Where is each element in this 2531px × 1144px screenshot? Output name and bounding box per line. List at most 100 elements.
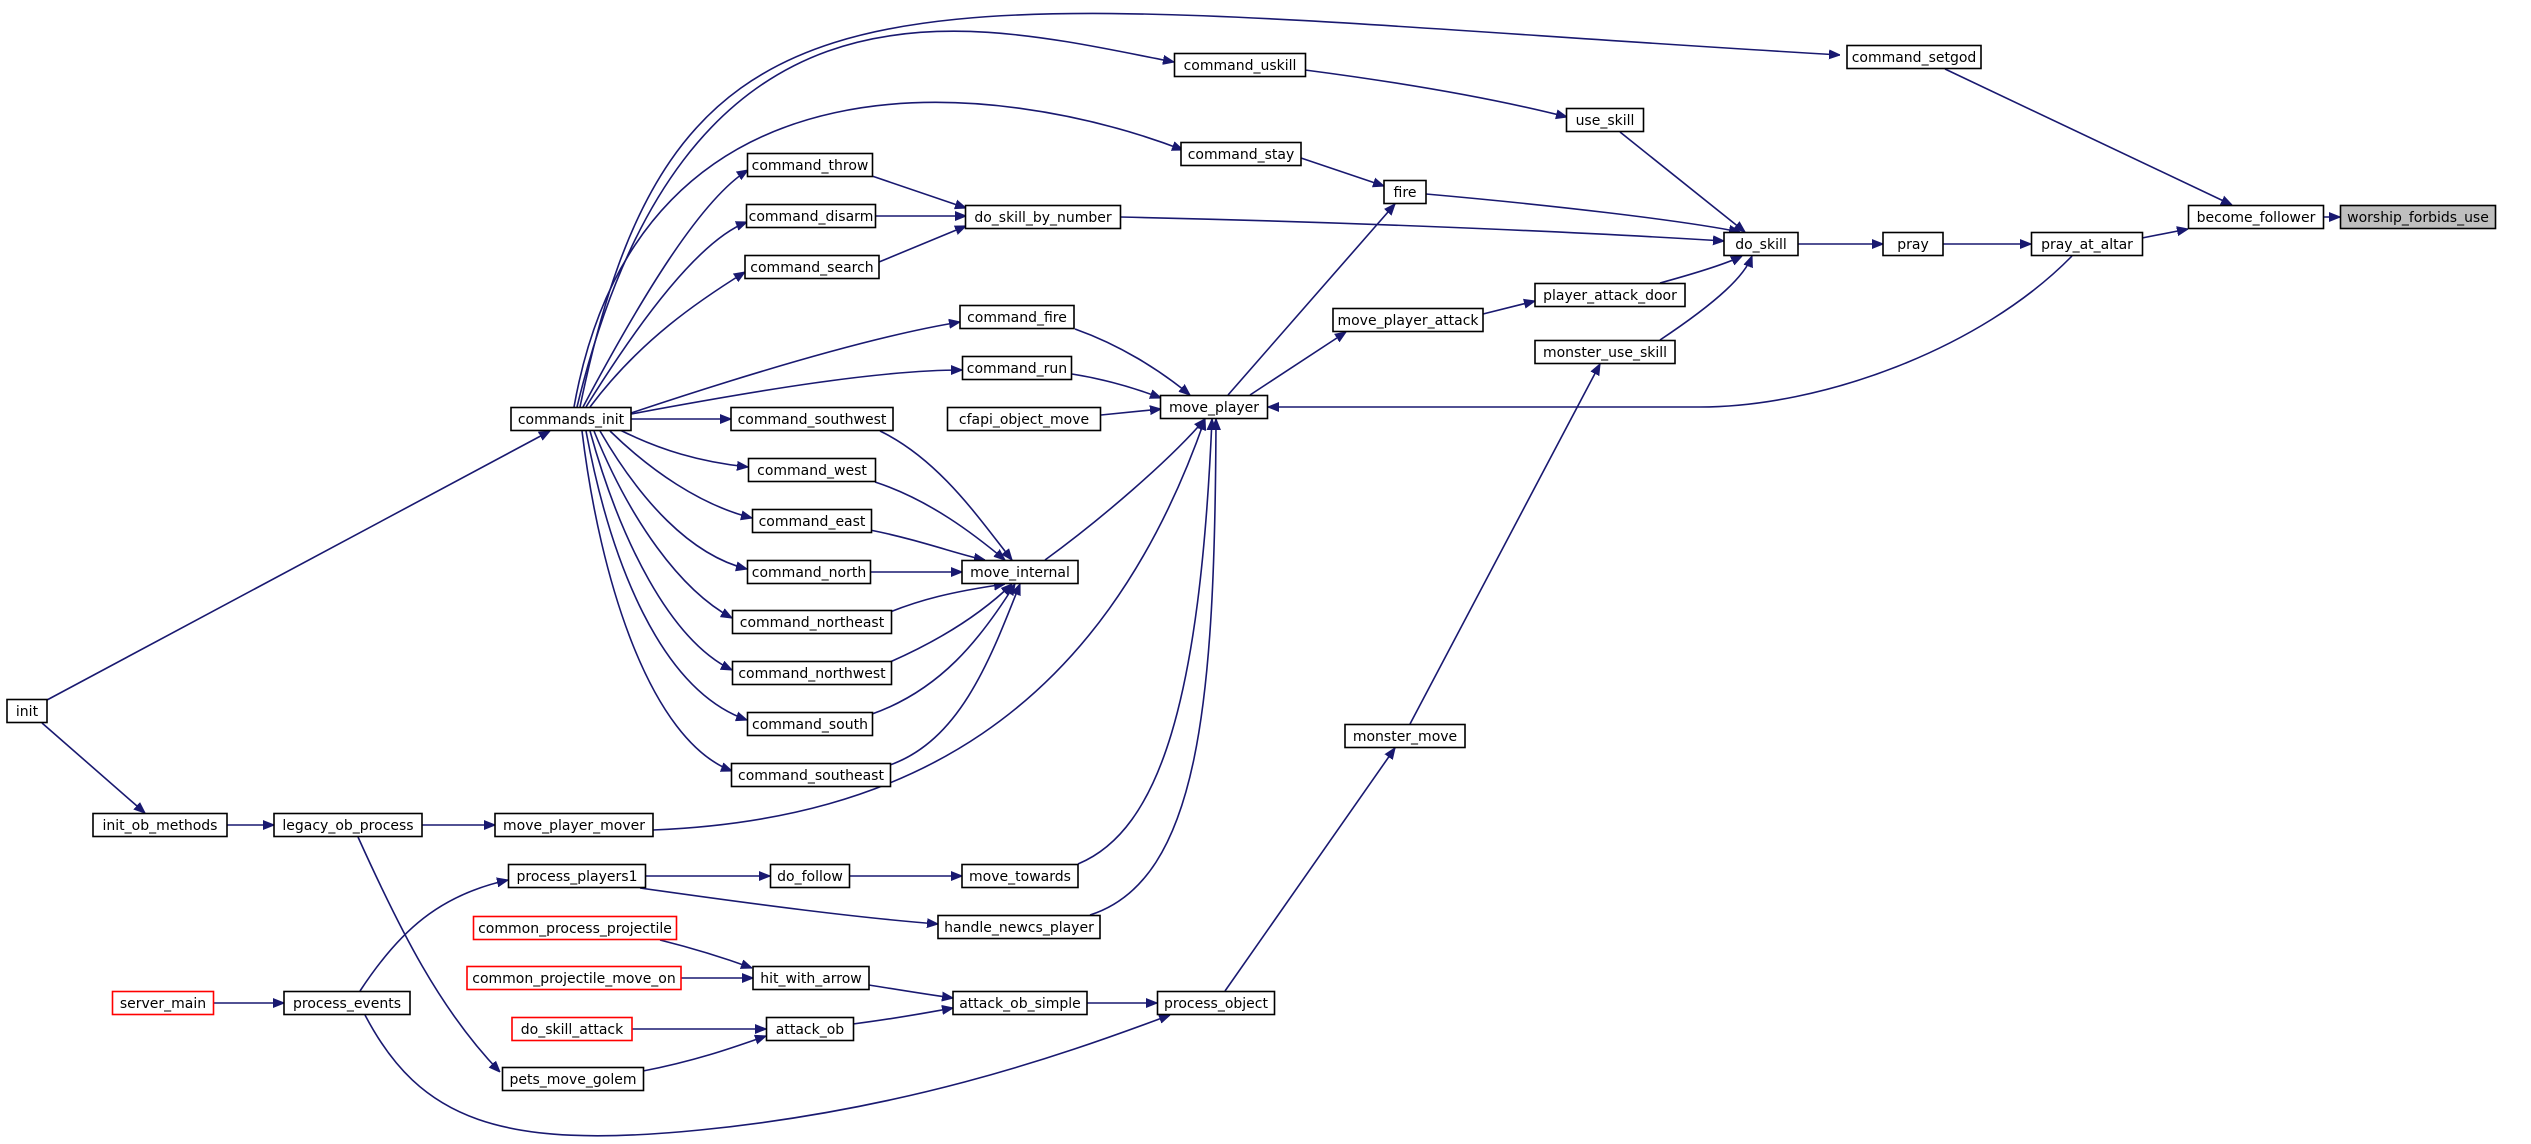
node-legacy-ob-process[interactable]: legacy_ob_process <box>273 812 423 838</box>
edge-move_towards-to-move_player <box>1077 419 1212 865</box>
node-move-player-attack[interactable]: move_player_attack <box>1332 307 1484 333</box>
node-box <box>747 457 877 483</box>
node-pray[interactable]: pray <box>1882 231 1944 257</box>
node-process-events[interactable]: process_events <box>283 990 411 1016</box>
edge-player_attack_door-to-do_skill <box>1659 255 1742 284</box>
node-box <box>6 698 48 724</box>
edge-line <box>1482 301 1535 315</box>
node-box <box>1180 141 1302 167</box>
node-command-east[interactable]: command_east <box>751 508 873 534</box>
node-command-northwest[interactable]: command_northwest <box>731 660 893 686</box>
node-command-north[interactable]: command_north <box>746 559 872 585</box>
node-monster-use-skill[interactable]: monster_use_skill <box>1534 339 1676 365</box>
node-label: process_object <box>1164 996 1268 1012</box>
node-player-attack-door[interactable]: player_attack_door <box>1534 282 1686 308</box>
node-do-skill-attack[interactable]: do_skill_attack <box>511 1016 633 1042</box>
edge-command_fire-to-move_player <box>1074 328 1190 395</box>
node-box <box>1344 723 1466 749</box>
node-do-skill-by-number[interactable]: do_skill_by_number <box>964 204 1122 230</box>
node-label: move_towards <box>969 869 1071 885</box>
node-label: command_run <box>967 361 1067 377</box>
node-box <box>946 406 1102 432</box>
edge-line <box>879 430 1012 560</box>
node-do-follow[interactable]: do_follow <box>769 863 851 889</box>
node-cfapi-object-move[interactable]: cfapi_object_move <box>946 406 1102 432</box>
edge-line <box>1119 216 1724 241</box>
node-command-southwest[interactable]: command_southwest <box>730 406 894 432</box>
edge-init-to-init_ob_methods <box>41 722 145 813</box>
edge-command_southwest-to-move_internal <box>879 430 1012 560</box>
node-box <box>961 559 1079 585</box>
node-command-fire[interactable]: command_fire <box>959 304 1075 330</box>
edge-line <box>659 939 752 968</box>
node-become-follower[interactable]: become_follower <box>2187 204 2325 230</box>
node-move-internal[interactable]: move_internal <box>961 559 1079 585</box>
node-attack-ob[interactable]: attack_ob <box>765 1016 855 1042</box>
node-command-setgod[interactable]: command_setgod <box>1846 44 1982 70</box>
node-use-skill[interactable]: use_skill <box>1565 107 1645 133</box>
edge-line <box>1659 255 1742 284</box>
node-move-player[interactable]: move_player <box>1159 394 1269 420</box>
node-common-process-projectile[interactable]: common_process_projectile <box>472 915 678 941</box>
node-box <box>937 914 1101 940</box>
edge-init-to-commands_init <box>46 430 550 701</box>
node-process-players1[interactable]: process_players1 <box>507 863 647 889</box>
node-pets-move-golem[interactable]: pets_move_golem <box>501 1066 645 1092</box>
node-handle-newcs-player[interactable]: handle_newcs_player <box>937 914 1101 940</box>
edge-monster_use_skill-to-do_skill <box>1659 256 1752 341</box>
node-common-projectile-move-on[interactable]: common_projectile_move_on <box>466 965 682 991</box>
node-label: command_south <box>752 717 868 733</box>
node-label: monster_move <box>1353 729 1457 745</box>
node-init-ob-methods[interactable]: init_ob_methods <box>92 812 228 838</box>
node-command-west[interactable]: command_west <box>747 457 877 483</box>
edge-line <box>589 430 732 671</box>
node-label: worship_forbids_use <box>2347 210 2489 226</box>
edge-line <box>1224 748 1395 992</box>
node-label: command_southeast <box>738 768 884 784</box>
edge-process_events-to-process_object <box>364 1015 1170 1137</box>
node-command-uskill[interactable]: command_uskill <box>1173 52 1307 78</box>
node-box <box>501 1066 645 1092</box>
node-command-south[interactable]: command_south <box>746 711 874 737</box>
edge-move_player_attack-to-player_attack_door <box>1482 301 1535 315</box>
edge-command_southeast-to-move_internal <box>889 584 1021 766</box>
node-box <box>959 304 1075 330</box>
node-move-towards[interactable]: move_towards <box>961 863 1079 889</box>
edge-legacy_ob_process-to-pets_move_golem <box>357 836 500 1072</box>
node-fire[interactable]: fire <box>1383 179 1427 205</box>
node-command-run[interactable]: command_run <box>961 355 1073 381</box>
node-command-throw[interactable]: command_throw <box>746 152 874 178</box>
node-pray-at-altar[interactable]: pray_at_altar <box>2030 231 2144 257</box>
edge-attack_ob-to-attack_ob_simple <box>852 1008 953 1025</box>
node-command-search[interactable]: command_search <box>744 254 880 280</box>
node-label: command_east <box>759 514 866 530</box>
node-label: move_player_attack <box>1337 313 1479 329</box>
node-command-disarm[interactable]: command_disarm <box>745 203 877 229</box>
edge-line <box>357 836 500 1072</box>
edge-line <box>2141 229 2188 239</box>
edge-command_run-to-move_player <box>1071 373 1161 398</box>
node-label: handle_newcs_player <box>944 920 1094 936</box>
edge-line <box>869 529 985 560</box>
edge-line <box>1425 193 1740 232</box>
node-server-main[interactable]: server_main <box>111 990 215 1016</box>
edge-line <box>585 221 747 408</box>
node-do-skill[interactable]: do_skill <box>1723 231 1799 257</box>
node-command-southeast[interactable]: command_southeast <box>730 762 892 788</box>
node-process-object[interactable]: process_object <box>1156 990 1276 1016</box>
node-monster-move[interactable]: monster_move <box>1344 723 1466 749</box>
node-label: command_northeast <box>740 615 885 631</box>
edge-commands_init-to-command_uskill <box>576 30 1174 408</box>
node-attack-ob-simple[interactable]: attack_ob_simple <box>952 990 1088 1016</box>
edge-line <box>639 887 938 924</box>
node-label: do_skill_by_number <box>974 210 1112 226</box>
node-label: command_setgod <box>1852 50 1977 66</box>
node-move-player-mover[interactable]: move_player_mover <box>494 812 654 838</box>
node-commands-init[interactable]: commands_init <box>510 406 632 432</box>
node-init[interactable]: init <box>6 698 48 724</box>
node-box <box>1565 107 1645 133</box>
node-worship-forbids-use[interactable]: worship_forbids_use <box>2339 204 2497 230</box>
node-hit-with-arrow[interactable]: hit_with_arrow <box>752 965 870 991</box>
node-command-stay[interactable]: command_stay <box>1180 141 1302 167</box>
node-command-northeast[interactable]: command_northeast <box>731 609 893 635</box>
